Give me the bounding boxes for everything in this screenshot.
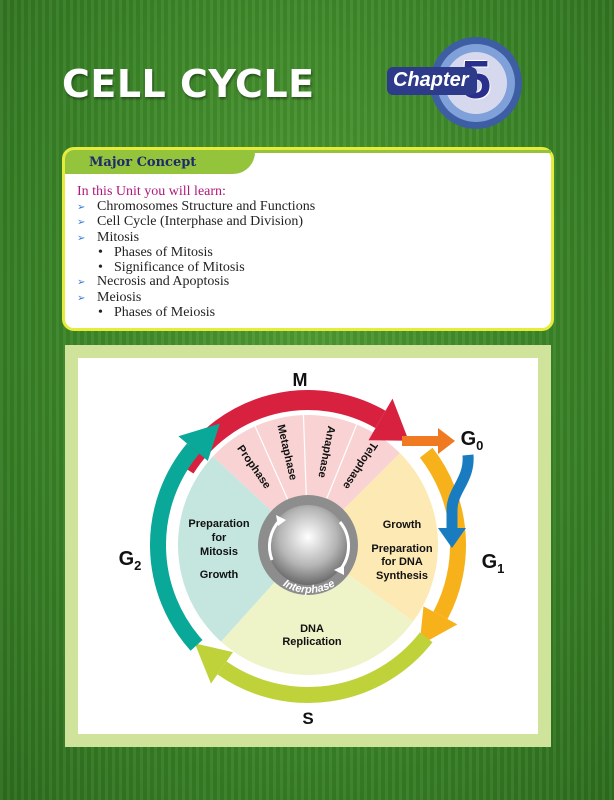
interphase-arrow-left: [267, 518, 282, 561]
s-description: DNA: [300, 623, 324, 635]
arrow-bullet-icon: ➢: [77, 292, 86, 304]
concept-divider: [255, 150, 551, 153]
g2-label: G2: [119, 548, 142, 573]
g2-description: Mitosis: [200, 546, 238, 558]
major-concept-box: Major Concept In this Unit you will lear…: [62, 147, 554, 331]
learning-item-text: Significance of Mitosis: [114, 259, 245, 275]
g2-description: Growth: [200, 569, 239, 581]
s-arrow: [217, 632, 433, 703]
g1-label: G1: [482, 551, 505, 576]
learning-item: ➢ Cell Cycle (Interphase and Division): [77, 214, 315, 231]
bullet-icon: •: [98, 305, 103, 320]
learning-item: • Significance of Mitosis: [77, 259, 315, 276]
learning-item-text: Necrosis and Apoptosis: [97, 274, 230, 289]
arrowhead-icon: [276, 515, 286, 526]
learning-item: ➢ Necrosis and Apoptosis: [77, 274, 315, 291]
bullet-icon: •: [98, 245, 103, 260]
m-phase-label: M: [293, 370, 308, 390]
s-description: Replication: [282, 636, 342, 648]
g0-label: G0: [461, 428, 484, 453]
interphase-core: [268, 505, 348, 585]
learning-item: • Phases of Meiosis: [77, 305, 315, 321]
g2-description: Preparation: [188, 518, 249, 530]
learning-item-text: Phases of Meiosis: [114, 305, 216, 320]
arrowhead-icon: [368, 398, 409, 441]
arrow-bullet-icon: ➢: [77, 232, 86, 244]
learning-item: ➢ Mitosis: [77, 229, 315, 247]
s-phase-label: S: [302, 709, 313, 728]
concept-heading: Major Concept: [89, 155, 197, 170]
arrow-bullet-icon: ➢: [77, 217, 86, 228]
g1-description: for DNA: [381, 556, 423, 568]
g0-exit-arrow: [402, 428, 455, 454]
g1-description: Preparation: [371, 543, 432, 555]
arrow-bullet-icon: ➢: [77, 277, 86, 288]
g2-arrow: [150, 443, 203, 651]
page-title: CELL CYCLE: [62, 62, 315, 106]
chapter-label: Chapter: [387, 67, 477, 95]
learning-intro: In this Unit you will learn:: [77, 184, 226, 199]
learning-item: • Phases of Mitosis: [77, 245, 315, 261]
learning-item: ➢ Chromosomes Structure and Functions: [77, 198, 316, 216]
arrowhead-icon: [194, 643, 233, 684]
learning-list: In this Unit you will learn: ➢ Chromosome…: [77, 184, 316, 321]
s-sector: [221, 545, 414, 675]
arrow-bullet-icon: ➢: [77, 201, 86, 213]
arrowhead-icon: [334, 565, 344, 575]
learning-item-text: Cell Cycle (Interphase and Division): [97, 214, 304, 229]
arrowhead-icon: [419, 606, 458, 646]
arrowhead-icon: [438, 528, 466, 548]
concept-tab: [65, 150, 255, 174]
learning-item: ➢ Meiosis: [77, 289, 315, 307]
learning-item-text: Meiosis: [97, 289, 142, 305]
g1-description: Growth: [383, 519, 422, 531]
arrowhead-icon: [178, 423, 220, 461]
g1-description: Synthesis: [376, 570, 428, 582]
learning-item-text: Mitosis: [97, 229, 140, 245]
learning-item-text: Chromosomes Structure and Functions: [97, 198, 316, 214]
bullet-icon: •: [98, 259, 103, 275]
interphase-label: Interphase: [281, 578, 337, 596]
g2-description: for: [212, 532, 227, 544]
g2-sector: [177, 456, 308, 642]
g1-sector: [308, 453, 438, 622]
g0-return-arrow: [446, 454, 474, 530]
m-phase-sector: [212, 414, 400, 545]
learning-item-text: Phases of Mitosis: [114, 245, 213, 260]
